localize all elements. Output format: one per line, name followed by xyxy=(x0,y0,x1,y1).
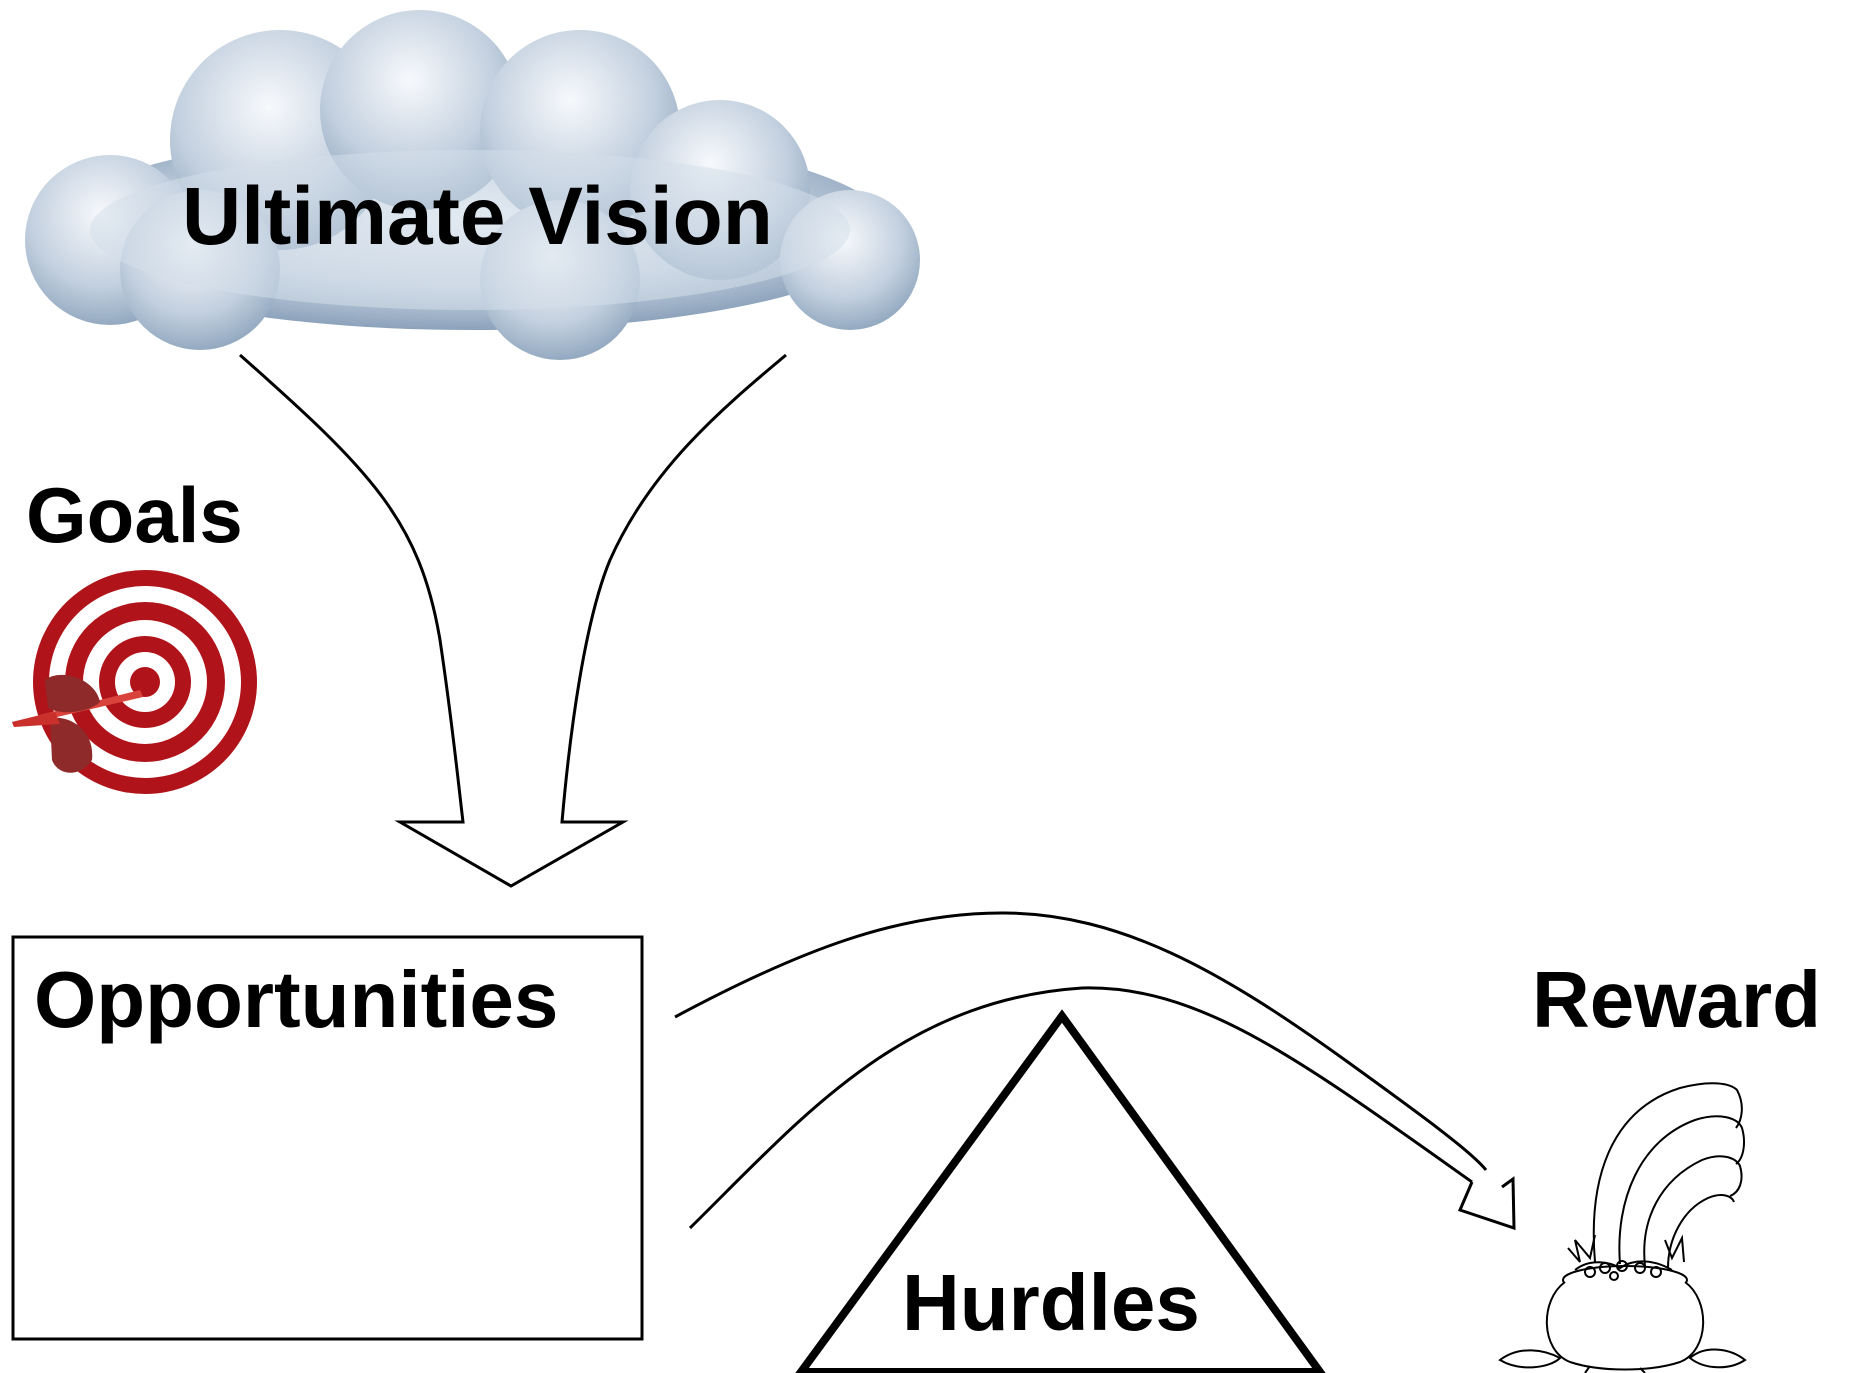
hurdle-arrow xyxy=(674,911,1516,1231)
cloud-icon xyxy=(25,10,920,360)
pot-of-gold-icon xyxy=(1498,1234,1747,1373)
goals-label: Goals xyxy=(26,471,243,559)
reward-label: Reward xyxy=(1532,955,1821,1044)
opportunities-box xyxy=(11,935,644,1341)
hurdles-triangle xyxy=(795,1009,1326,1373)
ultimate-vision-label: Ultimate Vision xyxy=(182,171,773,262)
target-dart-icon xyxy=(12,570,257,794)
opportunities-label: Opportunities xyxy=(34,955,559,1044)
hurdles-label: Hurdles xyxy=(902,1258,1200,1347)
funnel-arrow xyxy=(239,353,787,888)
rainbow-icon xyxy=(1592,1082,1745,1269)
